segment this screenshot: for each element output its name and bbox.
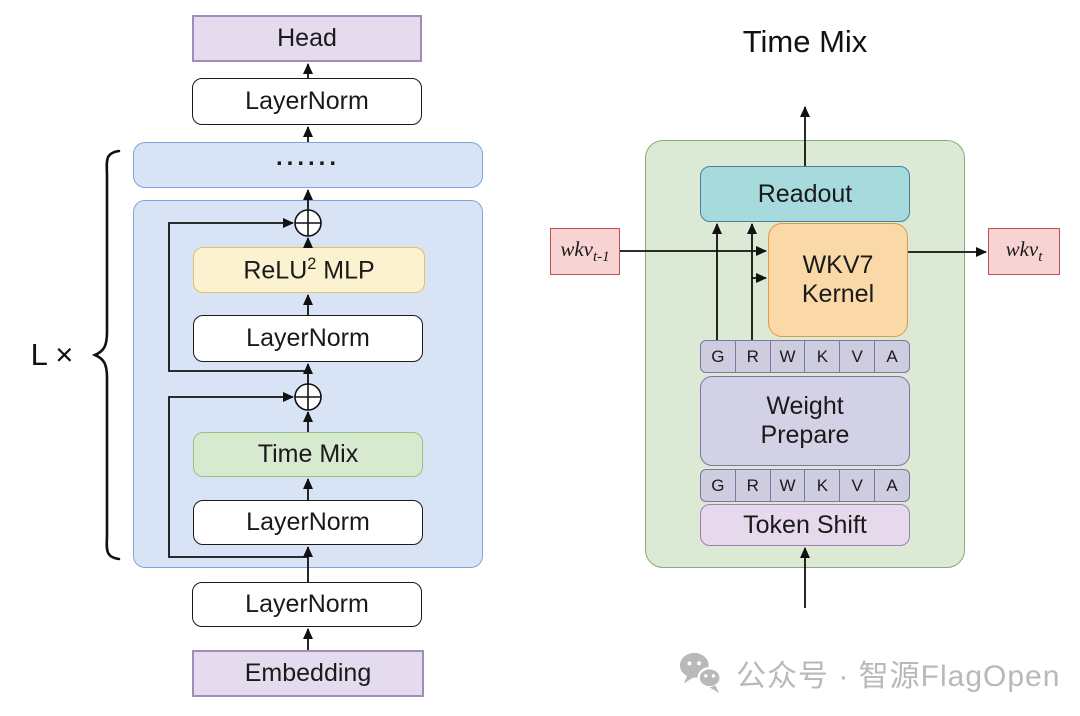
ellipsis-layers-box: ......: [133, 142, 483, 188]
weight-prepare-label-line1: Weight: [766, 392, 844, 421]
wkv7-kernel-box: WKV7 Kernel: [768, 223, 908, 337]
cell-r: R: [736, 470, 771, 501]
wkv-prev-box: wkvt-1: [550, 228, 620, 275]
wkv7-kernel-label-line2: Kernel: [801, 280, 875, 308]
cell-w: W: [771, 470, 806, 501]
layernorm-top-label: LayerNorm: [245, 87, 369, 116]
embedding-box: Embedding: [192, 650, 424, 697]
weight-prepare-label-line2: Prepare: [760, 421, 850, 449]
cell-g: G: [701, 341, 736, 372]
ellipsis-label: ......: [275, 144, 340, 171]
layernorm-mlp-box: LayerNorm: [193, 315, 423, 362]
time-mix-box: Time Mix: [193, 432, 423, 477]
relu2-mlp-label: ReLU2 MLP: [243, 254, 375, 285]
embedding-label: Embedding: [244, 659, 372, 688]
token-shift-label: Token Shift: [743, 510, 867, 539]
repeat-count-label: L ×: [30, 337, 74, 372]
readout-box: Readout: [700, 166, 910, 222]
weight-prepare-box: Weight Prepare: [700, 376, 910, 466]
cell-v: V: [840, 470, 876, 501]
time-mix-title: Time Mix: [742, 24, 868, 59]
grwkva-row-bottom: G R W K V A: [700, 469, 910, 502]
wkv-out-label: wkvt: [1005, 236, 1043, 265]
layernorm-bottom-box: LayerNorm: [192, 582, 422, 627]
layernorm-tm-label: LayerNorm: [246, 508, 370, 537]
cell-w: W: [771, 341, 806, 372]
repeat-brace: [91, 149, 121, 561]
layernorm-top-box: LayerNorm: [192, 78, 422, 125]
watermark: 公众号 · 智源FlagOpen: [678, 650, 1060, 696]
cell-g: G: [701, 470, 736, 501]
cell-a: A: [886, 475, 898, 495]
grwkva-row-top: G R W K V A: [700, 340, 910, 373]
cell-a: A: [886, 346, 898, 366]
watermark-text: 公众号 · 智源FlagOpen: [736, 660, 1061, 693]
wkv7-kernel-label-line1: WKV7: [802, 251, 874, 280]
wkv-prev-label: wkvt-1: [560, 236, 610, 265]
layernorm-mlp-label: LayerNorm: [246, 324, 370, 353]
cell-r: R: [736, 341, 771, 372]
cell-k: K: [805, 341, 841, 372]
cell-v: V: [840, 341, 876, 372]
head-box: Head: [192, 15, 422, 62]
wechat-icon: [679, 652, 722, 694]
token-shift-box: Token Shift: [700, 504, 910, 546]
readout-label: Readout: [757, 179, 853, 208]
head-label: Head: [277, 24, 337, 53]
wkv-out-box: wkvt: [988, 228, 1060, 275]
cell-k: K: [805, 470, 841, 501]
layernorm-tm-box: LayerNorm: [193, 500, 423, 545]
relu2-mlp-box: ReLU2 MLP: [193, 247, 425, 293]
time-mix-label: Time Mix: [257, 440, 359, 469]
layernorm-bottom-label: LayerNorm: [245, 590, 369, 619]
